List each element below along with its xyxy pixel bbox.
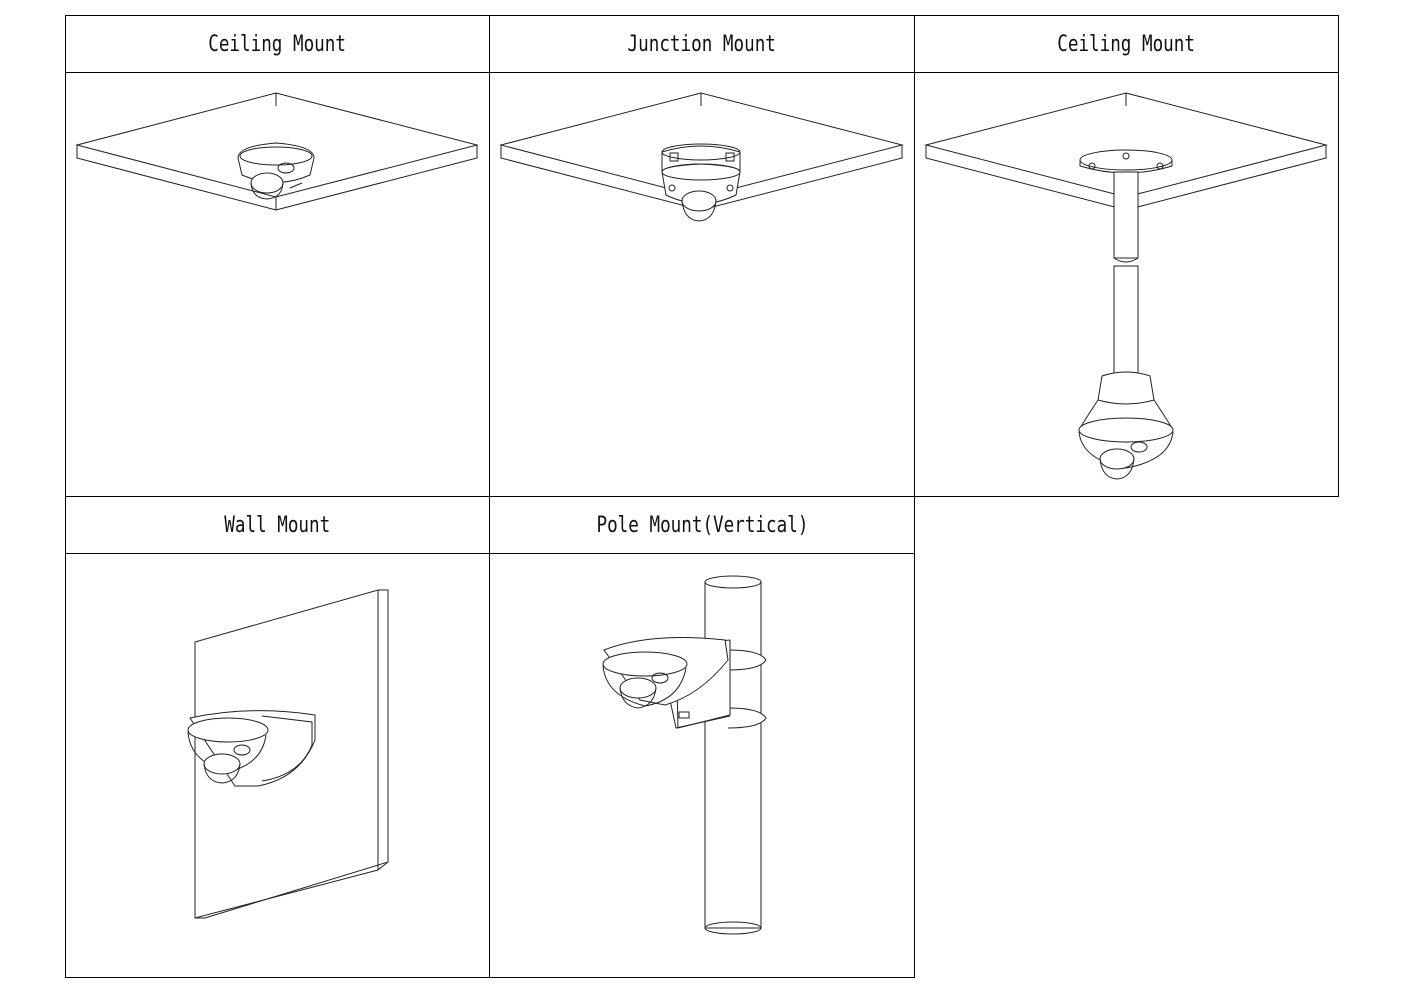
header-label: Pole Mount(Vertical): [596, 512, 808, 538]
header-pole-mount: Pole Mount(Vertical): [489, 496, 915, 554]
header-label: Wall Mount: [224, 512, 331, 538]
header-label: Ceiling Mount: [1057, 31, 1196, 57]
header-label: Ceiling Mount: [208, 31, 347, 57]
pendant-ceiling-mount-illustration: [926, 93, 1326, 479]
header-pendant-ceiling-mount: Ceiling Mount: [914, 15, 1339, 73]
wall-mount-illustration: [188, 590, 388, 918]
header-label: Junction Mount: [627, 31, 777, 57]
junction-mount-illustration: [501, 93, 902, 221]
pole-mount-illustration: [603, 576, 766, 934]
ceiling-mount-illustration: [77, 93, 477, 210]
cell-pendant-ceiling-mount: [914, 72, 1339, 497]
cell-pole-mount: [489, 553, 915, 978]
